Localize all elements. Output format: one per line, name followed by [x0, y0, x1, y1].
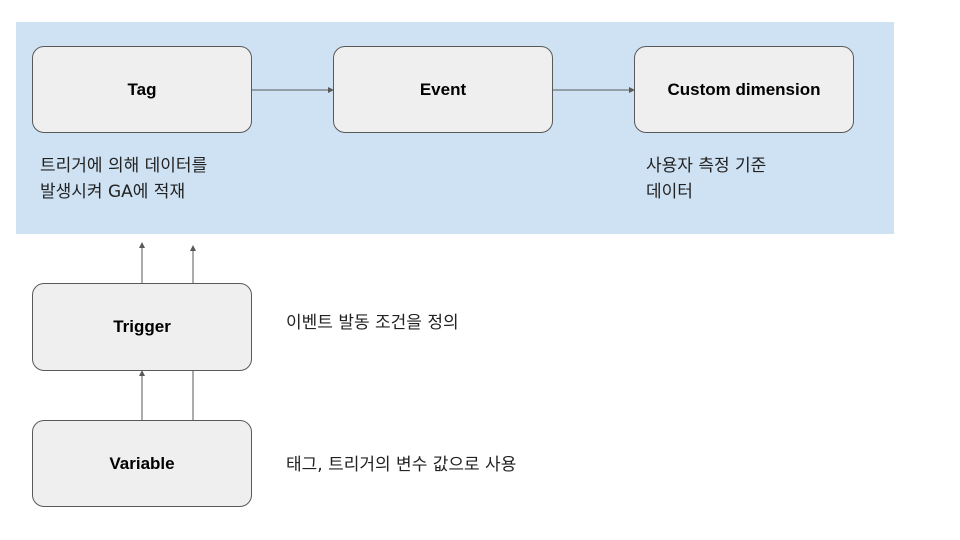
event-node-label: Event [419, 79, 467, 99]
tag-description-line1: 트리거에 의해 데이터를 [40, 156, 208, 176]
trigger-node-label: Trigger [113, 317, 171, 336]
custom-dimension-description-line1: 사용자 측정 기준 [646, 156, 767, 176]
custom-dimension-description-line2: 데이터 [646, 182, 693, 202]
trigger-description-text: 이벤트 발동 조건을 정의 [286, 313, 459, 333]
custom-dimension-node: Custom dimension [634, 46, 854, 133]
variable-description: 태그, 트리거의 변수 값으로 사용 [286, 452, 516, 478]
tag-description: 트리거에 의해 데이터를 발생시켜 GA에 적재 [40, 153, 207, 205]
variable-description-text: 태그, 트리거의 변수 값으로 사용 [286, 455, 517, 475]
tag-node-label: Tag [127, 79, 157, 99]
event-node: Event [333, 46, 553, 133]
custom-dimension-node-label: Custom dimension [667, 79, 821, 99]
variable-node-label: Variable [109, 453, 175, 473]
tag-node: Tag [32, 46, 252, 133]
trigger-node: Trigger [32, 283, 252, 371]
variable-node: Variable [32, 420, 252, 507]
custom-dimension-description: 사용자 측정 기준 데이터 [646, 153, 766, 205]
trigger-description: 이벤트 발동 조건을 정의 [286, 310, 459, 336]
tag-description-line2: 발생시켜 GA에 적재 [40, 182, 186, 202]
